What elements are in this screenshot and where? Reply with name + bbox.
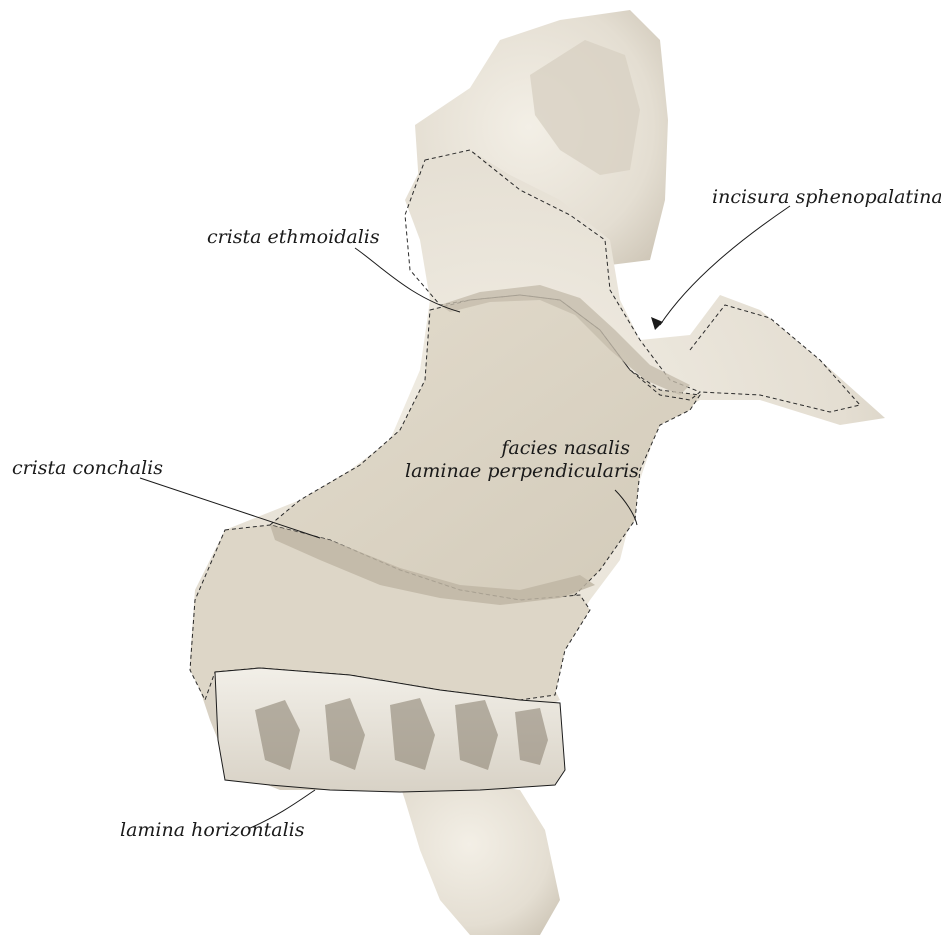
arrow-head-icon — [651, 317, 663, 330]
label-facies-nasalis: facies nasalis — [495, 437, 630, 459]
label-crista-ethmoidalis: crista ethmoidalis — [207, 226, 380, 248]
label-crista-conchalis: crista conchalis — [12, 457, 163, 479]
label-laminae-perpendicularis: laminae perpendicularis — [405, 460, 630, 482]
pyramidal-process — [395, 770, 560, 935]
label-incisura-sphenopalatina: incisura sphenopalatina — [712, 186, 941, 208]
label-lamina-horizontalis: lamina horizontalis — [120, 819, 305, 841]
